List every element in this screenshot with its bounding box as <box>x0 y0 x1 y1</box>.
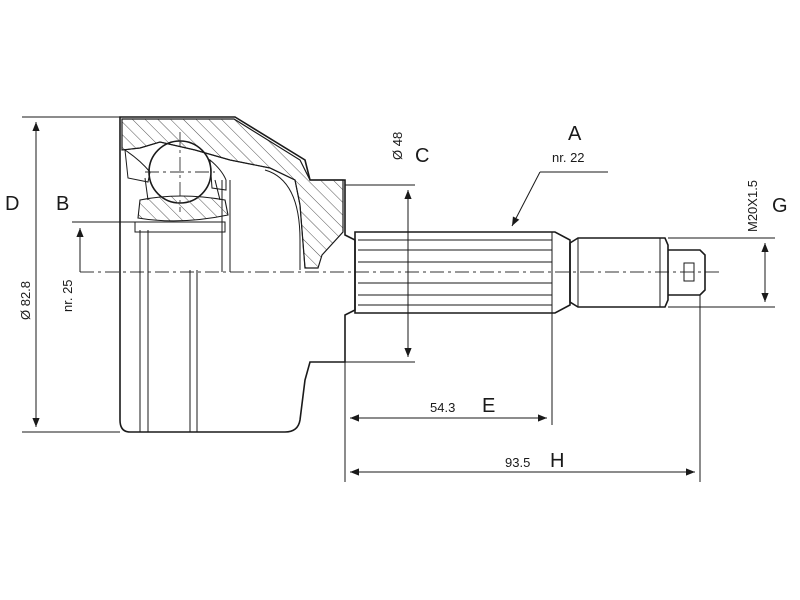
dimension-e <box>344 313 553 482</box>
label-c-value: Ø 48 <box>390 132 405 160</box>
label-c: C <box>415 145 429 167</box>
label-b: B <box>56 193 69 215</box>
label-g-value: M20X1.5 <box>745 180 760 232</box>
dimension-g <box>668 237 775 308</box>
label-h: H <box>550 450 564 472</box>
dimension-h <box>350 295 701 482</box>
outer-housing <box>119 116 356 433</box>
label-h-value: 93.5 <box>505 455 530 470</box>
label-b-count: nr. 25 <box>60 279 75 312</box>
label-d-value: Ø 82.8 <box>18 281 33 320</box>
label-e-value: 54.3 <box>430 400 455 415</box>
dimension-b <box>72 221 140 272</box>
splined-shaft <box>354 231 571 314</box>
ball-and-cage <box>124 132 229 222</box>
label-g: G <box>772 195 788 217</box>
threaded-stub <box>569 237 706 308</box>
label-a-count: nr. 22 <box>552 150 585 165</box>
label-d: D <box>5 193 19 215</box>
label-e: E <box>482 395 495 417</box>
dimension-c <box>345 184 415 363</box>
dimension-d <box>22 116 120 433</box>
dimension-a <box>511 171 608 227</box>
label-a: A <box>568 123 582 145</box>
